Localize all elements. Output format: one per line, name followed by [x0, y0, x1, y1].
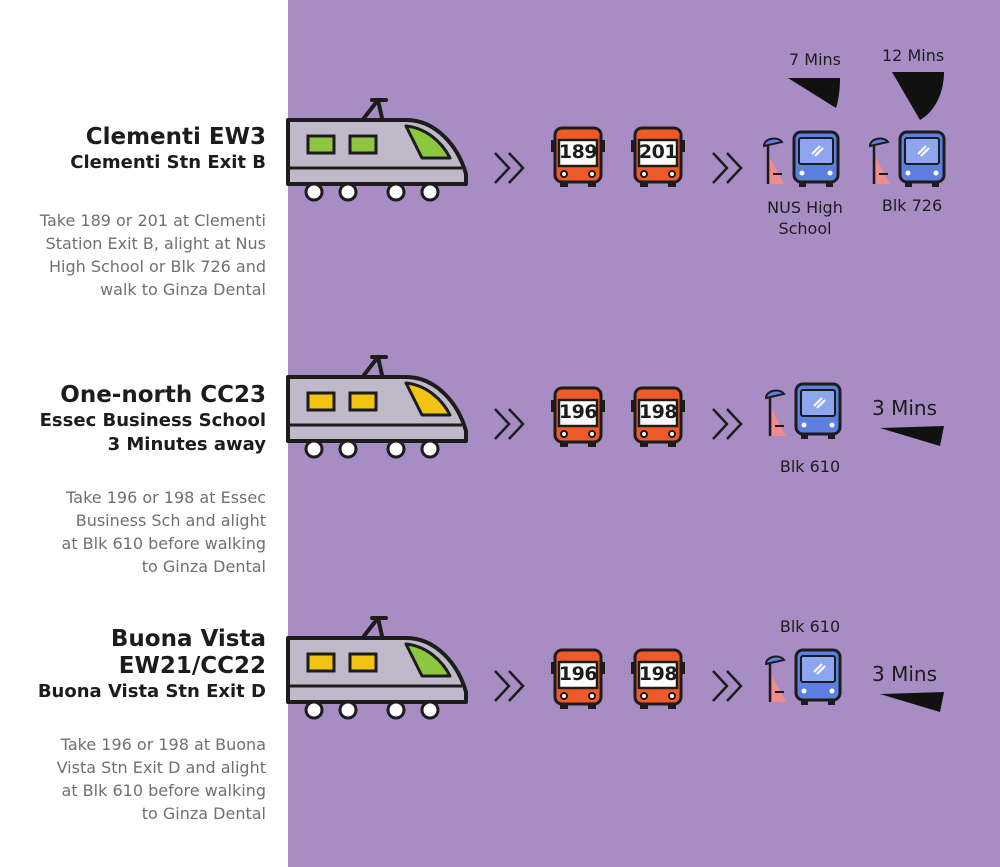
route-description: Take 196 or 198 at Buona Vista Stn Exit …	[16, 733, 266, 825]
description-line: High School or Blk 726 and	[48, 257, 266, 276]
bus-stop-icon	[764, 382, 842, 439]
description-line: Take 189 or 201 at Clementi	[39, 211, 266, 230]
bus-number: 196	[558, 663, 598, 685]
description-line: to Ginza Dental	[141, 557, 266, 576]
time-wedge-icon	[892, 72, 944, 120]
station-name: Buona Vista	[110, 626, 266, 652]
station-name: One-north CC23	[60, 382, 266, 408]
stop-name: Blk 610	[770, 456, 850, 477]
description-line: Take 196 or 198 at Buona	[60, 735, 266, 754]
bus-198: 198	[629, 386, 687, 448]
bus-number: 189	[558, 141, 598, 163]
description-line: Station Exit B, alight at Nus	[45, 234, 266, 253]
train-icon	[286, 355, 468, 459]
bus-front-icon	[551, 386, 605, 447]
time-wedge-icon	[788, 78, 840, 108]
bus-number: 196	[558, 401, 598, 423]
bus-front-icon	[631, 386, 685, 447]
stop-name: Blk 610	[775, 616, 845, 637]
route-description: Take 196 or 198 at Essec Business Sch an…	[16, 486, 266, 578]
stop-name: Blk 726	[862, 195, 962, 216]
description-line: to Ginza Dental	[141, 804, 266, 823]
description-line: walk to Ginza Dental	[100, 280, 266, 299]
station-heading: Clementi EW3 Clementi Stn Exit B	[0, 124, 266, 175]
stop-name-line: Blk 610	[779, 617, 841, 636]
time-wedge-icon	[880, 426, 944, 446]
travel-time: 12 Mins	[882, 46, 945, 65]
description-line: at Blk 610 before walking	[61, 534, 266, 553]
bus-front-icon	[551, 126, 605, 187]
chevron-right-icon	[494, 152, 525, 184]
bus-stop-icon	[868, 130, 946, 187]
bus-front-icon	[631, 126, 685, 187]
bus-front-icon	[551, 648, 605, 709]
stop-name-line: Blk 610	[779, 457, 841, 476]
route-description: Take 189 or 201 at Clementi Station Exit…	[16, 209, 266, 301]
stop-name-line: Blk 726	[881, 196, 943, 215]
bus-196: 196	[549, 648, 607, 710]
bus-196: 196	[549, 386, 607, 448]
bus-number: 198	[638, 663, 678, 685]
travel-time: 7 Mins	[789, 50, 841, 69]
description-line: at Blk 610 before walking	[61, 781, 266, 800]
bus-198: 198	[629, 648, 687, 710]
chevron-right-icon	[712, 670, 743, 702]
bus-front-icon	[631, 648, 685, 709]
chevron-right-icon	[712, 152, 743, 184]
description-line: Business Sch and alight	[75, 511, 266, 530]
description-line: Take 196 or 198 at Essec	[66, 488, 266, 507]
station-code: EW21/CC22	[118, 653, 266, 679]
bus-189: 189	[549, 126, 607, 188]
station-heading: Buona Vista EW21/CC22 Buona Vista Stn Ex…	[0, 626, 266, 704]
stop-name: NUS High School	[750, 197, 860, 239]
bus-number: 198	[638, 401, 678, 423]
station-exit: Essec Business School	[39, 410, 266, 431]
train-icon	[286, 616, 468, 720]
bus-stop-icon	[762, 130, 840, 187]
left-panel	[0, 0, 288, 867]
chevron-right-icon	[494, 408, 525, 440]
station-note: 3 Minutes away	[107, 434, 266, 455]
chevron-right-icon	[494, 670, 525, 702]
time-wedge-icon	[880, 692, 944, 712]
bus-number: 201	[638, 141, 678, 163]
description-line: Vista Stn Exit D and alight	[56, 758, 266, 777]
bus-stop-icon	[764, 648, 842, 705]
train-icon	[286, 98, 468, 202]
bus-201: 201	[629, 126, 687, 188]
station-exit: Buona Vista Stn Exit D	[37, 681, 266, 702]
stop-name-line: NUS High	[767, 198, 843, 217]
station-heading: One-north CC23 Essec Business School 3 M…	[0, 382, 266, 457]
travel-time: 3 Mins	[872, 662, 937, 686]
station-name: Clementi EW3	[85, 124, 266, 150]
station-exit: Clementi Stn Exit B	[70, 152, 266, 173]
travel-time: 3 Mins	[872, 396, 937, 420]
chevron-right-icon	[712, 408, 743, 440]
stop-name-line: School	[778, 219, 832, 238]
